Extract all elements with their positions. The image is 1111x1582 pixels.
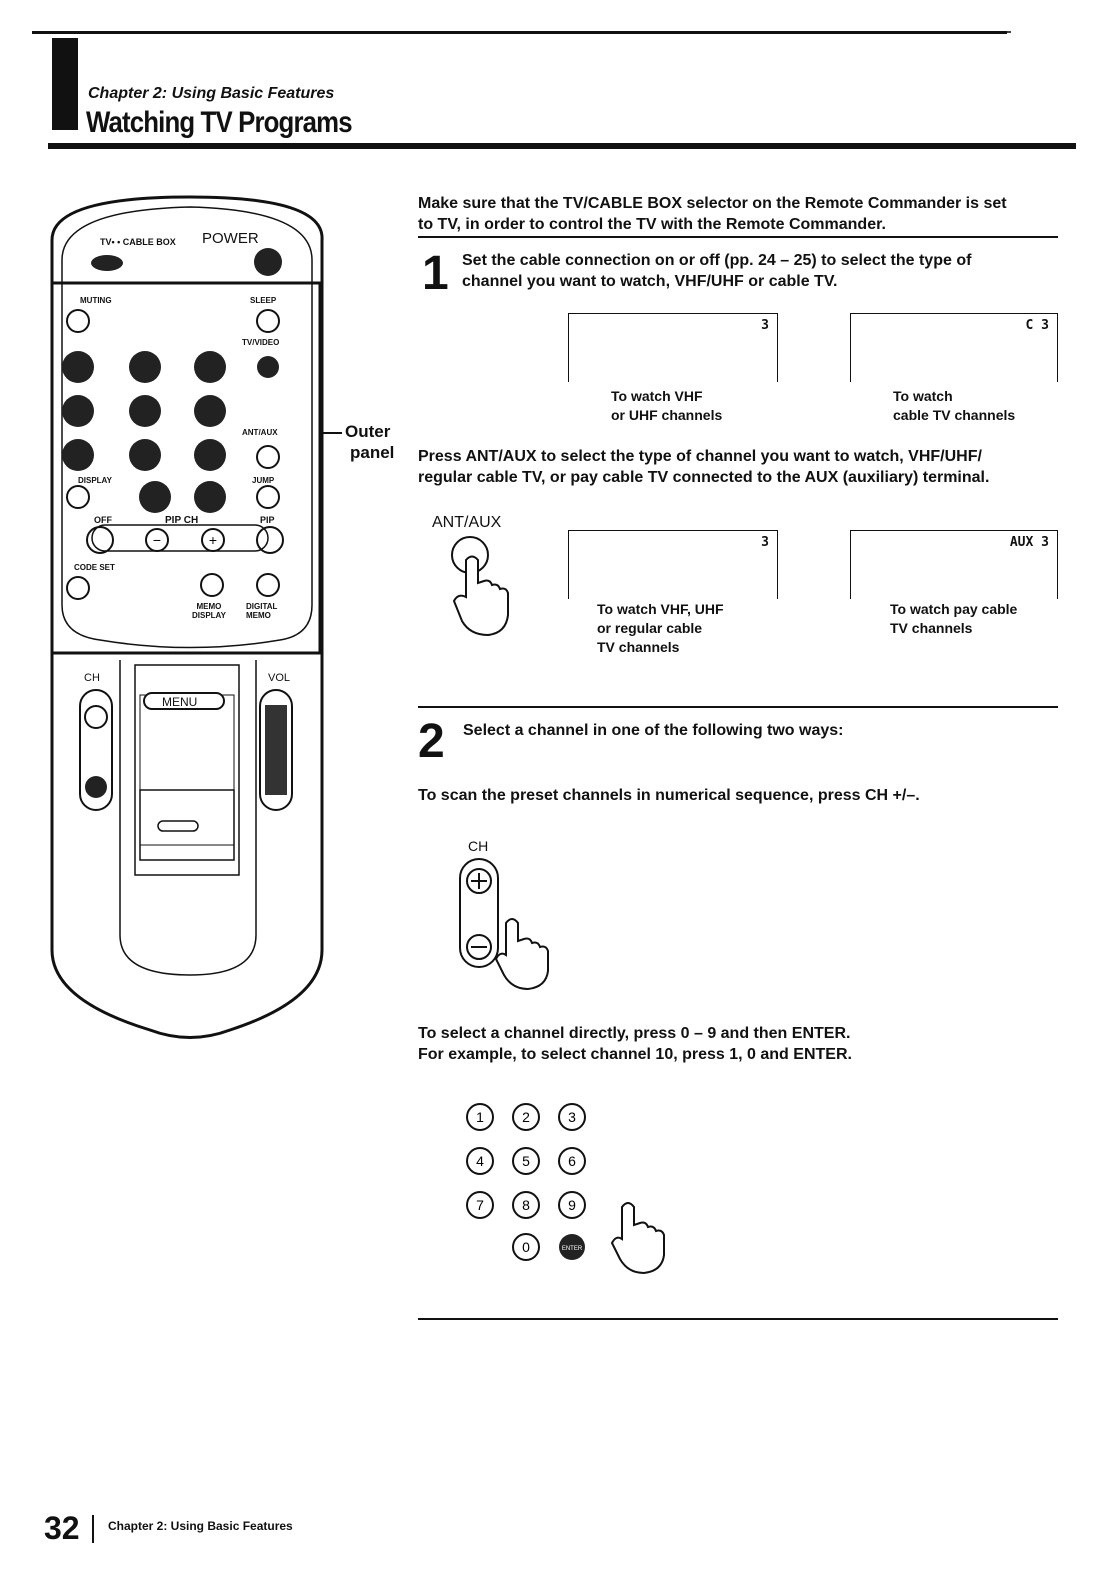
- top-rule-end: [1007, 31, 1011, 33]
- page-title: Watching TV Programs: [86, 106, 353, 139]
- remote-jump-label: JUMP: [252, 476, 275, 485]
- key-1: 1: [476, 1109, 484, 1125]
- key-0: 0: [522, 1239, 530, 1255]
- svg-text:+: +: [209, 532, 217, 548]
- direct-instruction-1: To select a channel directly, press 0 – …: [418, 1025, 851, 1042]
- ch-button-label: CH: [468, 838, 489, 854]
- screen-caption: cable TV channels: [893, 407, 1016, 423]
- direct-instruction-2: For example, to select channel 10, press…: [418, 1046, 852, 1063]
- screen-caption: TV channels: [597, 639, 680, 655]
- key-2: 2: [522, 1109, 530, 1125]
- tv-screen-channel: AUX 3: [1009, 535, 1049, 550]
- step-2-heading: Select a channel in one of the following…: [463, 722, 844, 739]
- intro-rule: [418, 236, 1058, 238]
- footer-separator: [92, 1515, 94, 1543]
- outer-panel-leader: [320, 432, 342, 434]
- footer-chapter: Chapter 2: Using Basic Features: [108, 1519, 293, 1533]
- remote-ant-aux-label: ANT/AUX: [242, 428, 278, 437]
- tv-screen-channel: C 3: [1025, 318, 1049, 333]
- screen-caption: To watch VHF: [611, 388, 703, 404]
- key-9: 9: [568, 1197, 576, 1213]
- tv-screen-cable: C 3: [850, 313, 1058, 382]
- chapter-label: Chapter 2: Using Basic Features: [88, 85, 335, 102]
- finger-press-antaux-icon: [451, 536, 509, 637]
- outer-panel-label-1: Outer: [345, 422, 391, 441]
- remote-tv-video-label: TV/VIDEO: [242, 338, 280, 347]
- page-number: 32: [44, 1510, 80, 1546]
- antaux-line-1: Press ANT/AUX to select the type of chan…: [418, 448, 982, 465]
- intro-line-1: Make sure that the TV/CABLE BOX selector…: [418, 195, 1007, 212]
- tv-screen-aux: AUX 3: [850, 530, 1058, 599]
- tv-screen-channel: 3: [761, 535, 769, 550]
- finger-press-icon: [610, 1202, 665, 1275]
- step-1-line-1: Set the cable connection on or off (pp. …: [462, 252, 972, 269]
- key-5: 5: [522, 1153, 530, 1169]
- ch-rocker-press-icon: [459, 858, 549, 991]
- remote-vol-label: VOL: [268, 672, 291, 684]
- key-enter: ENTER: [562, 1246, 583, 1252]
- remote-selector-label: TV• • CABLE BOX: [100, 237, 176, 247]
- number-keypad-illustration: 1 2 3 4 5 6 7 8 9 0 ENTER: [466, 1103, 665, 1275]
- remote-digital-memo-label: DIGITAL MEMO: [246, 602, 278, 620]
- remote-sleep-label: SLEEP: [250, 296, 277, 305]
- remote-muting-label: MUTING: [80, 296, 112, 305]
- key-6: 6: [568, 1153, 576, 1169]
- remote-commander-illustration: − +: [50, 195, 324, 1039]
- screen-caption: or regular cable: [597, 620, 703, 636]
- step-2-rule: [418, 1318, 1058, 1320]
- antaux-button-label: ANT/AUX: [432, 514, 502, 531]
- step-2-number: 2: [418, 715, 445, 768]
- outer-panel-box: [50, 281, 322, 655]
- key-7: 7: [476, 1197, 484, 1213]
- antaux-line-2: regular cable TV, or pay cable TV connec…: [418, 469, 990, 486]
- remote-menu-label: MENU: [162, 695, 198, 709]
- tv-screen-vhf: 3: [568, 313, 778, 382]
- remote-pip-label: PIP: [260, 515, 275, 525]
- outer-panel-label-2: panel: [350, 443, 395, 462]
- step-1-number: 1: [422, 247, 449, 300]
- remote-pip-ch-label: PIP CH: [165, 515, 199, 526]
- scan-instruction: To scan the preset channels in numerical…: [418, 787, 920, 804]
- remote-ch-label: CH: [84, 672, 100, 684]
- tv-screen-regular: 3: [568, 530, 778, 599]
- remote-display-label: DISPLAY: [78, 476, 112, 485]
- key-3: 3: [568, 1109, 576, 1125]
- tv-screen-channel: 3: [761, 318, 769, 333]
- step-1-line-2: channel you want to watch, VHF/UHF or ca…: [462, 273, 838, 290]
- screen-caption: To watch VHF, UHF: [597, 601, 724, 617]
- remote-off-label: OFF: [94, 515, 112, 525]
- top-rule: [32, 31, 1007, 34]
- remote-code-set-label: CODE SET: [74, 563, 115, 572]
- title-rule: [48, 143, 1076, 149]
- key-8: 8: [522, 1197, 530, 1213]
- remote-power-label: POWER: [202, 230, 259, 247]
- key-4: 4: [476, 1153, 484, 1169]
- svg-text:−: −: [153, 532, 161, 548]
- screen-caption: or UHF channels: [611, 407, 723, 423]
- intro-line-2: to TV, in order to control the TV with t…: [418, 216, 886, 233]
- screen-caption: To watch: [893, 388, 953, 404]
- screen-caption: To watch pay cable: [890, 601, 1018, 617]
- chapter-tab-bar: [52, 38, 78, 130]
- step-1-rule: [418, 706, 1058, 708]
- remote-memo-display-label: MEMO DISPLAY: [192, 602, 226, 620]
- screen-caption: TV channels: [890, 620, 973, 636]
